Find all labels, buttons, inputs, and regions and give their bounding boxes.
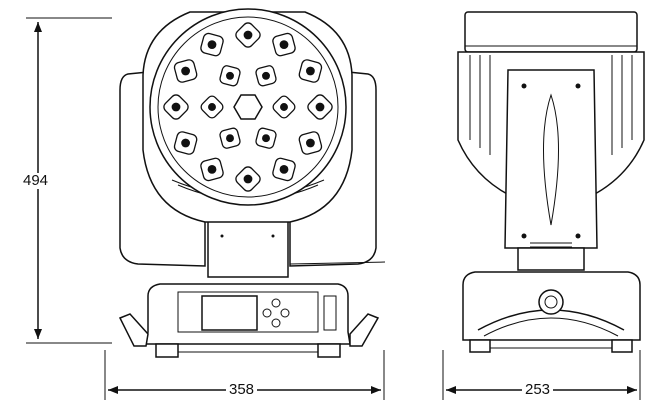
inner-led-cell (272, 95, 296, 119)
cooling-fins (469, 55, 633, 155)
inner-led-cell (219, 127, 241, 149)
inner-led-cell (255, 127, 277, 149)
outer-led-cell (298, 59, 323, 83)
inner-led-cell (200, 95, 224, 119)
outer-led-cell (298, 131, 323, 155)
left-foot (155, 343, 179, 358)
outer-led-cell (235, 22, 261, 48)
outer-led-cell (173, 59, 198, 83)
side-view (457, 11, 645, 353)
outer-led-cell (307, 94, 333, 120)
outer-led-cell (163, 94, 189, 120)
side-width-dimension-label: 253 (522, 382, 554, 398)
lens-ring-inner (157, 16, 339, 198)
side-arm-slot (543, 93, 559, 226)
front-view (118, 8, 386, 358)
outer-led-cell (235, 166, 261, 192)
outer-led-cell (173, 131, 198, 155)
left-handle (118, 313, 149, 347)
inner-led-cell (219, 65, 241, 87)
outer-led-cell (200, 32, 224, 57)
control-buttons (262, 298, 290, 328)
right-handle (349, 313, 380, 347)
inner-led-cell (255, 65, 277, 87)
side-fan (538, 289, 564, 315)
center-hexagon (233, 94, 263, 120)
front-width-dimension-label: 358 (226, 382, 258, 398)
height-dimension-label: 494 (20, 173, 52, 189)
connector-panel (323, 295, 337, 331)
yoke-neck (207, 214, 289, 278)
lcd-display (201, 295, 258, 331)
outer-led-cell (272, 32, 296, 57)
inner-led-cells (200, 65, 296, 149)
outer-led-cell (200, 157, 224, 182)
side-neck (517, 247, 585, 271)
side-left-foot (469, 339, 491, 353)
outer-led-cells (163, 22, 333, 192)
right-foot (317, 343, 341, 358)
side-right-foot (611, 339, 633, 353)
outer-led-cell (272, 157, 296, 182)
